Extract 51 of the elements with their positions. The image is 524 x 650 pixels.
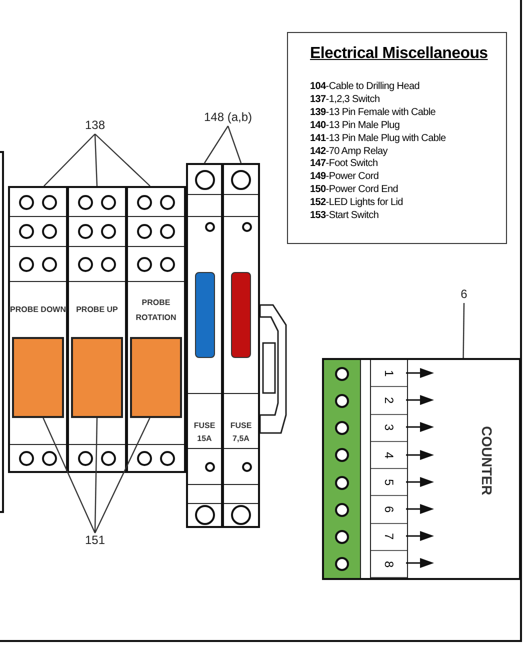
- counter-box: [322, 358, 521, 580]
- legend-item: 140-13 Pin Male Plug: [310, 120, 401, 133]
- legend-item: 139-13 Pin Female with Cable: [310, 106, 437, 120]
- terminal-number: 7: [371, 524, 407, 551]
- fuse-module: [186, 163, 223, 528]
- relay-module: [67, 186, 127, 473]
- fuse-label: FUSE 15A: [192, 420, 216, 444]
- leader-line: [94, 418, 98, 534]
- relay-window: [130, 337, 182, 418]
- leader-line: [44, 134, 96, 186]
- relay-window: [12, 337, 64, 418]
- callout-number: 6: [456, 287, 472, 303]
- legend-heading: Electrical Miscellaneous: [310, 45, 489, 63]
- leader-line: [227, 126, 242, 164]
- terminal-number: 2: [371, 387, 407, 414]
- legend-item: 153-Start Switch: [310, 210, 380, 223]
- callout-number: 151: [80, 533, 110, 549]
- legend-item: 142-70 Amp Relay: [310, 146, 389, 158]
- module-label: PROBE UP: [76, 304, 118, 316]
- legend-item: 152-LED Lights for Lid: [310, 197, 404, 210]
- legend-item: 147-Foot Switch: [310, 158, 379, 172]
- legend-item: 149-Power Cord: [310, 171, 380, 184]
- legend-item: 150-Power Cord End: [310, 184, 399, 198]
- callout-number: 148 (a,b): [200, 110, 256, 126]
- legend-panel: [287, 32, 507, 244]
- terminal-number: 5: [371, 469, 407, 496]
- relay-window: [71, 337, 123, 418]
- terminal-number: 3: [371, 414, 407, 442]
- leader-line: [94, 134, 98, 186]
- fuse-label: FUSE 7,5A: [229, 420, 253, 444]
- leader-line: [94, 418, 150, 534]
- relay-module: [126, 186, 186, 473]
- terminal-number: 4: [371, 442, 407, 469]
- legend-item: 137-1,2,3 Switch: [310, 94, 381, 107]
- fuse-module: [222, 163, 260, 528]
- legend-item: 104-Cable to Drilling Head: [310, 81, 420, 94]
- module-label: PROBE DOWN: [10, 304, 66, 316]
- module-label: PROBE ROTATION: [134, 296, 178, 324]
- relay-module: [8, 186, 68, 473]
- counter-label: COUNTER: [479, 426, 495, 496]
- leader-line: [204, 126, 228, 164]
- indicator-light: [231, 272, 251, 358]
- legend-item: 141-13 Pin Male Plug with Cable: [310, 132, 447, 146]
- leader-line: [94, 134, 150, 186]
- indicator-light: [195, 272, 215, 358]
- leader-line: [462, 303, 465, 358]
- terminal-number: 8: [371, 550, 407, 578]
- terminal-number: 1: [371, 360, 407, 388]
- leader-line: [42, 418, 96, 534]
- callout-number: 138: [80, 118, 110, 134]
- terminal-number: 6: [371, 496, 407, 524]
